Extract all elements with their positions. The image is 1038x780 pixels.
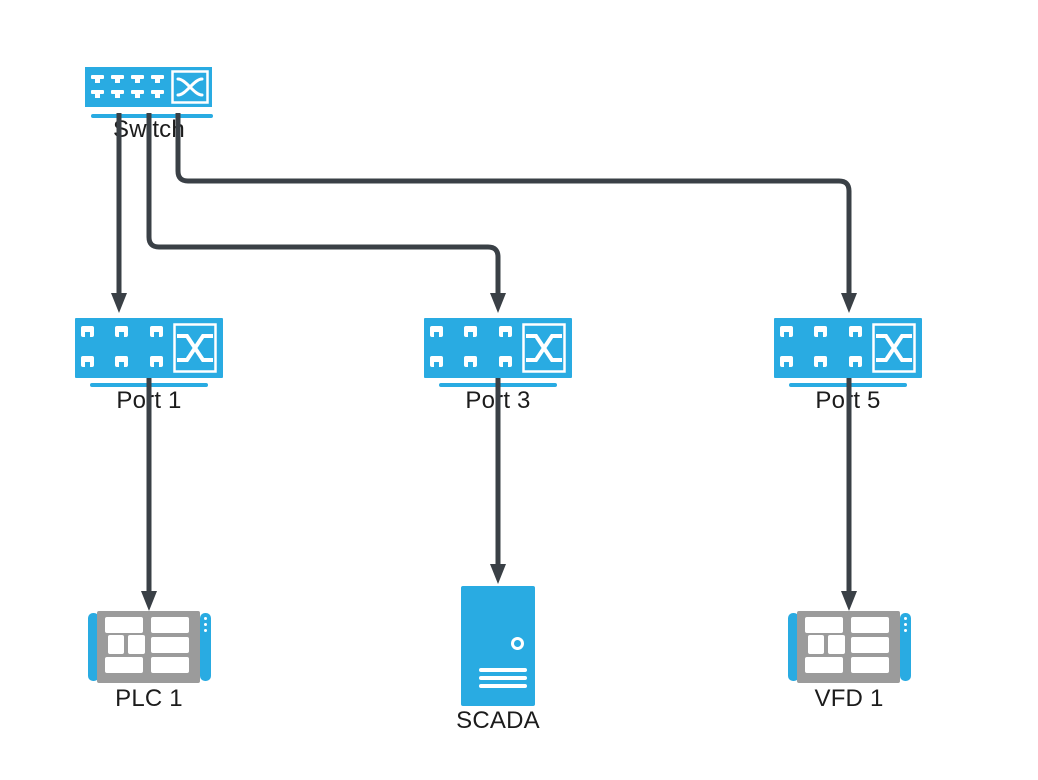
crossover-x-icon (872, 323, 916, 373)
arrowhead-port5 (841, 293, 857, 313)
arrowhead-port3 (490, 293, 506, 313)
plc-chassis (97, 611, 200, 683)
arrowhead-port1 (111, 293, 127, 313)
rj45-port-icon (111, 75, 124, 83)
crossover-x-icon (173, 323, 217, 373)
ethernet-switch-icon (85, 67, 212, 107)
socket-icon (499, 326, 512, 337)
rj45-port-icon (131, 75, 144, 83)
socket-icon (464, 356, 477, 367)
socket-icon (81, 356, 94, 367)
socket-icon (150, 326, 163, 337)
power-button-icon (511, 637, 524, 650)
vent-slot (479, 684, 527, 688)
rj45-port-icon (151, 90, 164, 98)
socket-icon (464, 326, 477, 337)
socket-icon (780, 356, 793, 367)
socket-icon (115, 326, 128, 337)
vent-slot (479, 668, 527, 672)
plc-rack-icon (88, 611, 211, 683)
arrowhead-scada (490, 564, 506, 584)
socket-icon (115, 356, 128, 367)
crossover-x-icon (171, 70, 209, 104)
socket-icon (849, 326, 862, 337)
socket-icon (430, 326, 443, 337)
plc-chassis (797, 611, 900, 683)
switch-port-icon (424, 318, 572, 378)
plc-rack-icon (788, 611, 911, 683)
plc-rail (900, 613, 911, 681)
rj45-port-icon (111, 90, 124, 98)
scada-label: SCADA (456, 707, 540, 734)
socket-icon (849, 356, 862, 367)
socket-icon (499, 356, 512, 367)
arrowhead-plc1 (141, 591, 157, 611)
rj45-port-icon (91, 90, 104, 98)
edge-switch-port5[interactable] (175, 113, 852, 294)
socket-icon (430, 356, 443, 367)
rj45-port-icon (131, 90, 144, 98)
socket-icon (814, 356, 827, 367)
plc-rail (88, 613, 99, 681)
vfd1-label: VFD 1 (814, 685, 884, 712)
crossover-x-icon (522, 323, 566, 373)
plc-rail (788, 613, 799, 681)
rj45-port-icon (91, 75, 104, 83)
socket-icon (81, 326, 94, 337)
vent-slot (479, 676, 527, 680)
switch-port-icon (774, 318, 922, 378)
switch-port-icon (75, 318, 223, 378)
rj45-port-icon (151, 75, 164, 83)
plc-rail (200, 613, 211, 681)
server-tower-icon (461, 586, 535, 706)
switch-underline (91, 114, 213, 118)
plc1-label: PLC 1 (115, 685, 183, 712)
socket-icon (814, 326, 827, 337)
edge-switch-port3[interactable] (146, 113, 501, 294)
socket-icon (150, 356, 163, 367)
socket-icon (780, 326, 793, 337)
arrowhead-vfd1 (841, 591, 857, 611)
